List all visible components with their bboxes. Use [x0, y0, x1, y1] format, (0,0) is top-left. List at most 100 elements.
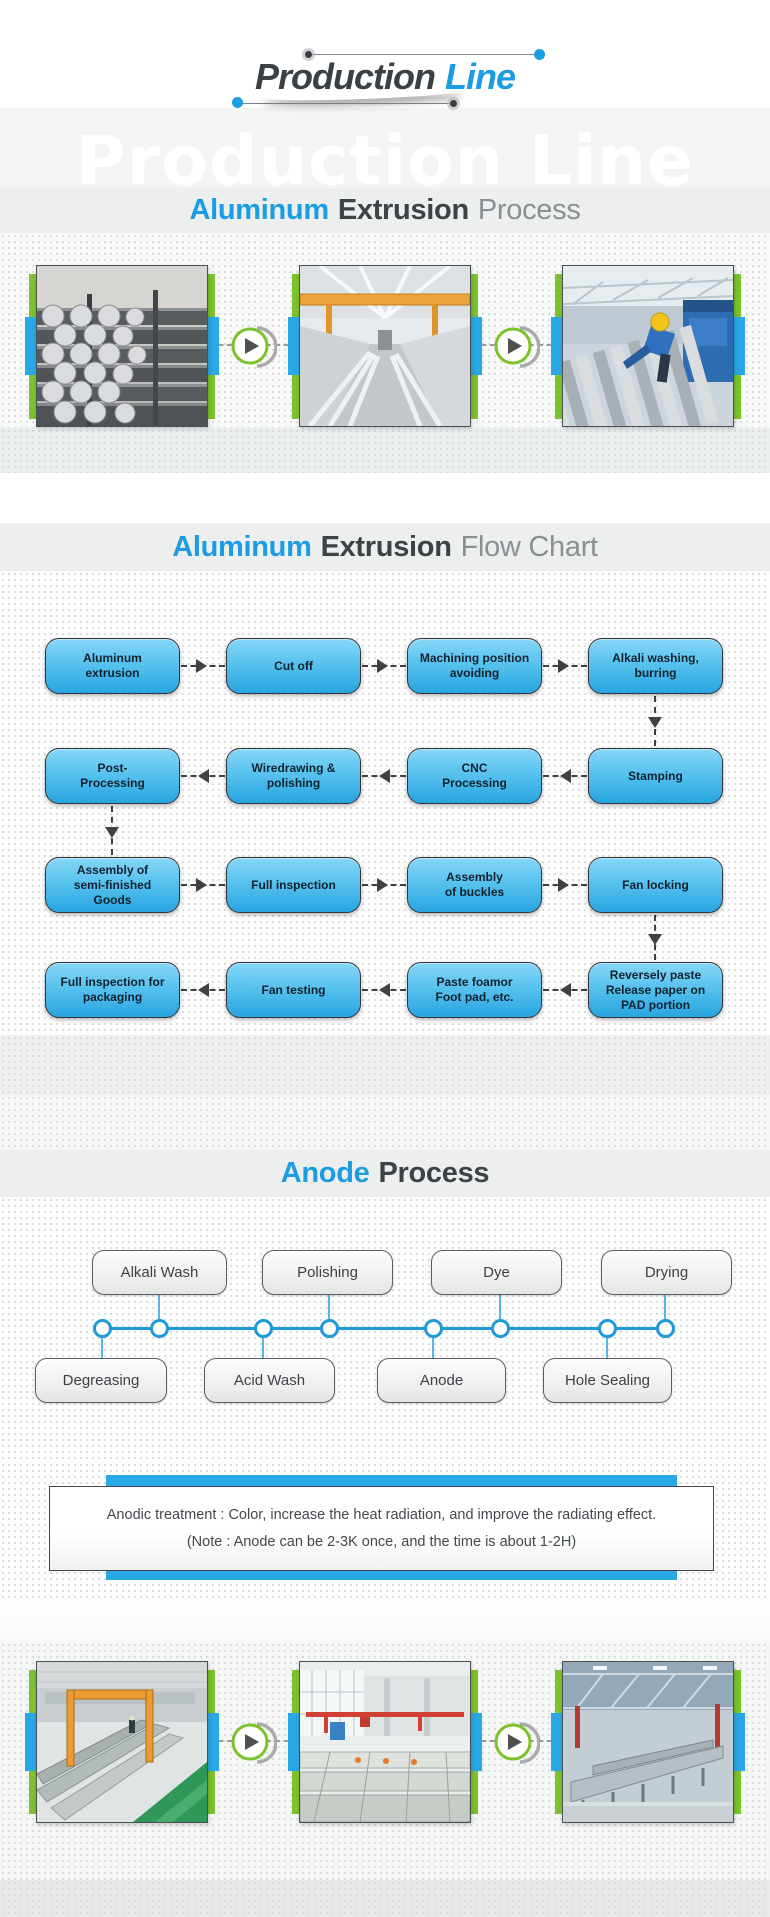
flow-step-cut-off: Cut off	[226, 638, 361, 694]
arrow-down-icon	[105, 806, 119, 855]
anode-step-drying: Drying	[601, 1250, 732, 1295]
timeline-node	[424, 1319, 443, 1338]
arrow-right-icon	[543, 659, 587, 673]
header-line-top	[310, 54, 540, 55]
photo-illustration	[37, 266, 207, 426]
photo-illustration	[299, 1662, 471, 1823]
page-title-part2: Line	[444, 56, 516, 97]
photo-accent-blue-left	[288, 317, 299, 375]
anode-step-polishing: Polishing	[262, 1250, 393, 1295]
arrow-left-icon	[543, 983, 587, 997]
anode-photos-bg-band	[0, 1880, 770, 1917]
note-line1: Anodic treatment : Color, increase the h…	[106, 1506, 657, 1523]
timeline-stub	[432, 1330, 434, 1358]
timeline-node	[254, 1319, 273, 1338]
photo-accent-blue-left	[25, 317, 36, 375]
section-title-flow-chart: Aluminum Extrusion Flow Chart	[0, 523, 770, 571]
photo-accent-blue-right	[208, 317, 219, 375]
title-extrusion-word2: Extrusion	[337, 194, 469, 226]
watermark-text: Production Line	[75, 122, 695, 189]
title-anode-word1: Anode	[280, 1157, 370, 1189]
flow-step-alkali-washing: Alkali washing, burring	[588, 638, 723, 694]
arrow-right-icon	[181, 878, 225, 892]
timeline-stub	[606, 1330, 608, 1358]
anode-step-hole-sealing: Hole Sealing	[543, 1358, 672, 1403]
photo-accent-blue-left	[288, 1713, 299, 1771]
flowchart-bg-fade	[0, 1095, 770, 1150]
flow-step-fan-locking: Fan locking	[588, 857, 723, 913]
timeline-node	[656, 1319, 675, 1338]
photo-accent-blue-left	[551, 317, 562, 375]
play-shadow-arc	[519, 326, 541, 368]
extrusion-workshop-photo[interactable]	[299, 264, 471, 428]
arrow-left-icon	[362, 983, 406, 997]
photo-accent-blue-left	[551, 1713, 562, 1771]
section-title-extrusion-process: Aluminum Extrusion Process	[0, 188, 770, 233]
anodizing-line-photo[interactable]	[36, 1661, 208, 1823]
timeline-node	[320, 1319, 339, 1338]
flow-step-machining-position: Machining position avoiding	[407, 638, 542, 694]
play-icon	[245, 338, 259, 354]
play-shadow-arc	[256, 326, 278, 368]
header-dot-dark-bottom	[450, 100, 457, 107]
flow-step-cnc-processing: CNC Processing	[407, 748, 542, 804]
timeline-stub	[328, 1295, 330, 1327]
photo-illustration	[563, 1662, 733, 1822]
anodizing-tanks-photo[interactable]	[299, 1661, 471, 1823]
anode-step-acid-wash: Acid Wash	[204, 1358, 335, 1403]
assembly-workshop-photo[interactable]	[562, 1661, 734, 1823]
anodic-treatment-note: Anodic treatment : Color, increase the h…	[49, 1486, 714, 1571]
arrow-left-icon	[543, 769, 587, 783]
aluminum-billets-photo[interactable]	[36, 265, 208, 427]
page-title: Production Line	[0, 56, 770, 98]
header-dot-blue-top	[534, 49, 545, 60]
arrow-right-icon	[362, 878, 406, 892]
photo-illustration	[540, 266, 734, 465]
flow-step-full-inspection-packaging: Full inspection for packaging	[45, 962, 180, 1018]
arrow-down-icon	[648, 915, 662, 960]
header-dot-blue-bottom	[232, 97, 243, 108]
flow-step-assembly-semi-finished: Assembly of semi-finished Goods	[45, 857, 180, 913]
play-shadow-arc	[519, 1722, 541, 1764]
flow-step-full-inspection: Full inspection	[226, 857, 361, 913]
flow-step-paste-foamor: Paste foamor Foot pad, etc.	[407, 962, 542, 1018]
anode-step-alkali-wash: Alkali Wash	[92, 1250, 227, 1295]
anode-photos-top-gap	[0, 1600, 770, 1642]
page-title-part1: Production	[255, 56, 436, 97]
timeline-stub	[158, 1295, 160, 1327]
anode-step-dye: Dye	[431, 1250, 562, 1295]
arrow-left-icon	[362, 769, 406, 783]
play-button[interactable]	[492, 1718, 541, 1766]
flow-step-aluminum-extrusion: Aluminum extrusion	[45, 638, 180, 694]
arrow-left-icon	[181, 983, 225, 997]
photo-illustration	[36, 1662, 207, 1822]
watermark-band: Production Line	[0, 108, 770, 188]
title-flowchart-word2: Extrusion	[320, 530, 452, 563]
play-icon	[508, 338, 522, 354]
arrow-right-icon	[181, 659, 225, 673]
arrow-left-icon	[181, 769, 225, 783]
photo-accent-blue-right	[734, 317, 745, 375]
anode-step-anode: Anode	[377, 1358, 506, 1403]
play-icon	[245, 1734, 259, 1750]
play-button[interactable]	[229, 1718, 278, 1766]
play-button[interactable]	[229, 322, 278, 370]
timeline-stub	[101, 1330, 103, 1358]
title-extrusion-word3: Process	[477, 194, 581, 226]
play-icon	[508, 1734, 522, 1750]
play-button[interactable]	[492, 322, 541, 370]
flow-step-post-processing: Post- Processing	[45, 748, 180, 804]
anode-step-degreasing: Degreasing	[35, 1358, 167, 1403]
sheet-handling-photo[interactable]	[540, 265, 734, 465]
timeline-stub	[499, 1295, 501, 1327]
anode-timeline-line	[97, 1327, 670, 1330]
flow-step-reversely-paste: Reversely paste Release paper on PAD por…	[588, 962, 723, 1018]
timeline-node	[93, 1319, 112, 1338]
flowchart-bg-band	[0, 1035, 770, 1095]
title-anode-word2: Process	[378, 1157, 490, 1189]
extrusion-photos-bg-band	[0, 428, 770, 473]
title-flowchart-word3: Flow Chart	[460, 530, 599, 563]
photo-accent-blue-left	[25, 1713, 36, 1771]
photo-accent-blue-right	[208, 1713, 219, 1771]
